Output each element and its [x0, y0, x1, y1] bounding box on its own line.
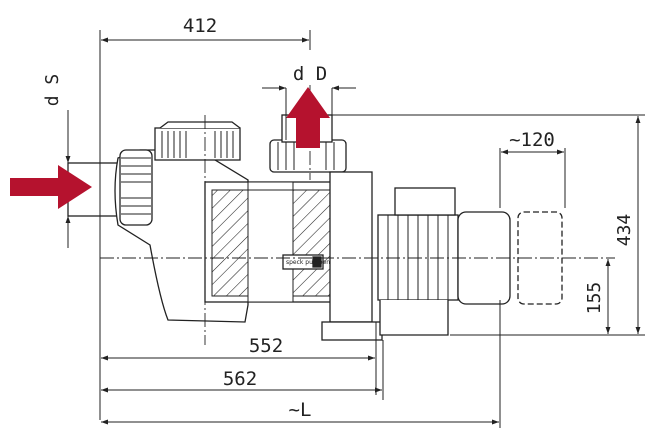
dim-120-label: ~120 [509, 129, 555, 151]
outflow-arrow [286, 87, 330, 148]
brand-label: speck pumpen [286, 259, 330, 266]
motor-flange [329, 171, 373, 323]
pump-assembly [67, 114, 563, 341]
strainer-lid [154, 127, 241, 161]
terminal-box [394, 187, 456, 216]
inflow-arrow [10, 165, 92, 209]
motor-feet [379, 300, 449, 336]
dim-dS-label: d S [42, 74, 63, 107]
dim-155-label: 155 [584, 282, 605, 315]
dim-562-label: 562 [223, 368, 257, 390]
dim-434-label: 434 [614, 214, 635, 247]
dim-L-label: ~L [289, 399, 312, 421]
dim-dD-label: d D [293, 63, 327, 85]
dim-412-label: 412 [183, 15, 217, 37]
dim-552-label: 552 [249, 335, 283, 357]
